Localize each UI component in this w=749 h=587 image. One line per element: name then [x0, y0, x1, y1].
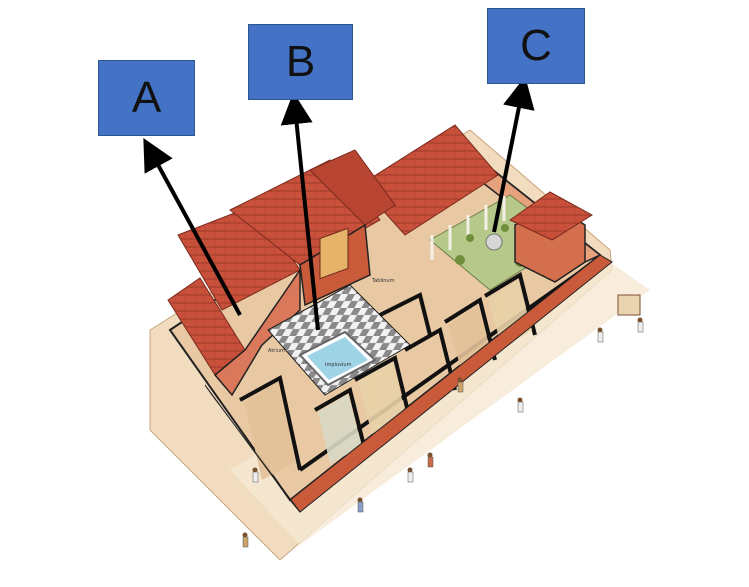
back-wing-roof [359, 124, 499, 236]
label-box-c: C [487, 8, 585, 84]
room-label-tablinum: Tablinum [371, 278, 395, 284]
arrow-a [143, 137, 242, 316]
street-figures [242, 317, 644, 548]
label-b-text: B [285, 37, 316, 86]
label-box-b: B [248, 24, 353, 100]
left-outer-wall [204, 384, 301, 513]
right-room-roof [509, 191, 593, 241]
room-label-atrium: Atrium [268, 348, 285, 354]
label-box-a: A [98, 60, 195, 136]
label-c-text: C [520, 21, 552, 70]
arrow-c [492, 76, 535, 233]
label-a-text: A [131, 73, 162, 122]
front-wing-wall [213, 267, 301, 397]
main-roof-ridge [309, 149, 396, 226]
garden-fountain [485, 233, 503, 251]
impluvium-water [307, 337, 368, 380]
wall-panel [319, 227, 349, 280]
room-label-impluvium: Impluvium [325, 362, 352, 368]
arrow-b [280, 92, 320, 331]
street-stall [617, 294, 641, 316]
